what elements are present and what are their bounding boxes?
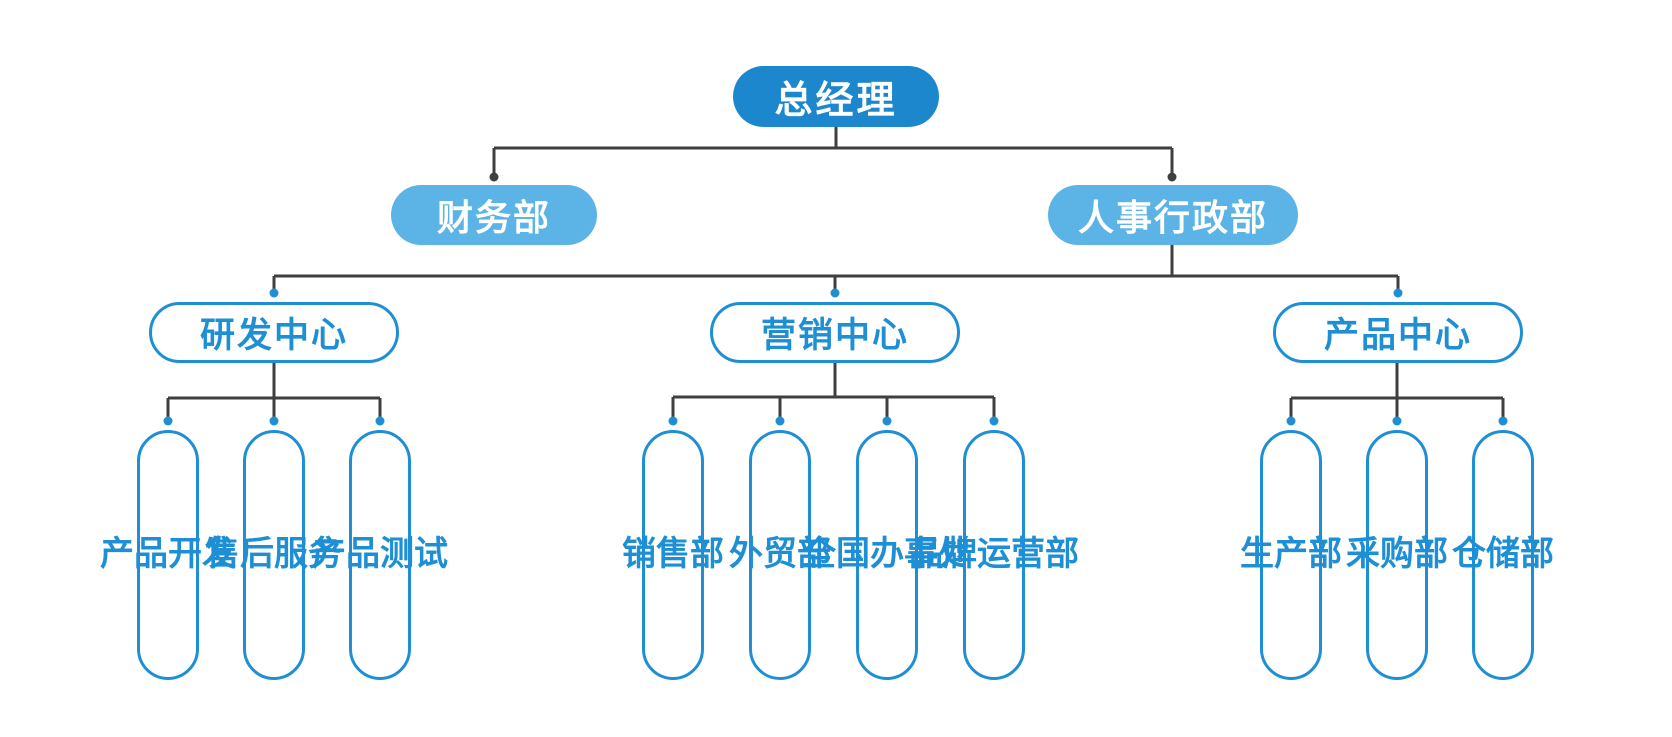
connector-rd-to-children — [166, 363, 382, 417]
connector-endpoint-dot — [1393, 288, 1403, 298]
connector-endpoint-dot — [269, 416, 279, 426]
node-purchasing-dept: 采购部 — [1346, 430, 1448, 680]
node-general-manager: 总经理 — [733, 66, 939, 127]
connector-endpoint-dot — [269, 288, 279, 298]
node-sales-dept: 销售部 — [622, 430, 724, 680]
node-after-sales-service: 售后服务 — [206, 430, 342, 680]
node-rd-center: 研发中心 — [149, 302, 399, 363]
node-warehouse-dept: 仓储部 — [1452, 430, 1554, 680]
node-national-offices: 全国办事处 — [802, 430, 972, 680]
node-product-center: 产品中心 — [1273, 302, 1523, 363]
connector-product-to-children — [1289, 363, 1505, 417]
connector-endpoint-dot — [1392, 416, 1402, 426]
node-finance-dept: 财务部 — [391, 185, 597, 245]
connector-root-to-level2 — [492, 127, 1174, 173]
connector-endpoint-dot — [989, 416, 999, 426]
connector-endpoint-dot — [1286, 416, 1296, 426]
connector-hr-to-centers — [272, 245, 1400, 289]
connector-endpoint-dot — [830, 288, 840, 298]
node-product-testing: 产品测试 — [312, 430, 448, 680]
connector-marketing-to-children — [671, 363, 996, 417]
connector-endpoint-dot — [375, 416, 385, 426]
connector-endpoint-dot — [882, 416, 892, 426]
node-production-dept: 生产部 — [1240, 430, 1342, 680]
connector-endpoint-dot — [668, 416, 678, 426]
connector-endpoint-dot — [1498, 416, 1508, 426]
node-foreign-trade-dept: 外贸部 — [729, 430, 831, 680]
connector-endpoint-dot — [489, 172, 499, 182]
connector-endpoint-dot — [163, 416, 173, 426]
node-hr-admin-dept: 人事行政部 — [1048, 185, 1298, 245]
node-marketing-center: 营销中心 — [710, 302, 960, 363]
connector-endpoint-dot — [775, 416, 785, 426]
node-brand-operations-dept: 品牌运营部 — [909, 430, 1079, 680]
node-product-development: 产品开发 — [100, 430, 236, 680]
connector-endpoint-dot — [1167, 172, 1177, 182]
